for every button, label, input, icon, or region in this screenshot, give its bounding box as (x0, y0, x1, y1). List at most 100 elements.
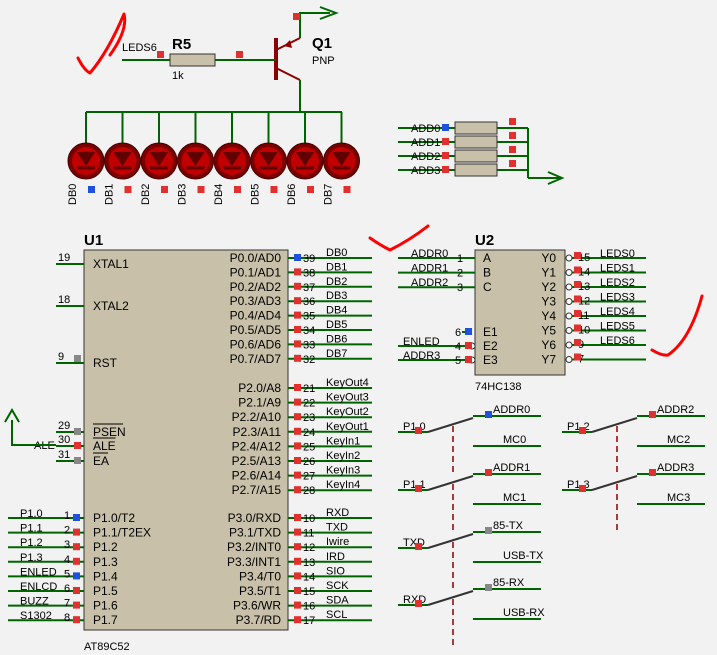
net-label: ENLED (20, 566, 57, 578)
net-label: IRD (326, 551, 345, 563)
pin-number: 16 (303, 601, 315, 613)
pin-marker (74, 457, 81, 464)
net-label: ENLCD (20, 581, 57, 593)
pin-name: Y2 (541, 280, 556, 294)
pin-marker (74, 355, 81, 362)
net-label: DB5 (326, 319, 347, 331)
pin-name: E2 (483, 339, 498, 353)
pin-name: P1.3 (93, 555, 118, 569)
pin-marker (509, 160, 516, 167)
pin-marker (270, 186, 278, 193)
pin-number: 15 (303, 586, 315, 598)
pin-number: 27 (303, 471, 315, 483)
pin-number: 18 (58, 294, 70, 306)
pin-name: XTAL1 (93, 257, 129, 271)
net-label: ENLED (403, 336, 440, 348)
pin-number: 36 (303, 296, 315, 308)
net-label: DB2 (326, 276, 347, 288)
pin-name: P2.0/A8 (238, 381, 281, 395)
pin-number: 29 (58, 420, 70, 432)
led-label: DB0 (67, 184, 79, 205)
pin-marker (649, 469, 656, 476)
led-db6[interactable]: DB6 (286, 112, 324, 205)
switch-input-label: P1.2 (567, 421, 590, 433)
u2-decoder[interactable]: U2 74HC138 (474, 232, 566, 393)
net-label: LEDS2 (600, 277, 635, 289)
pin-name: P3.2/INT0 (227, 540, 281, 554)
led-db5[interactable]: DB5 (250, 112, 287, 205)
net-label: LEDS5 (600, 321, 635, 333)
pin-number: 4 (64, 554, 70, 566)
pin-marker (73, 572, 80, 580)
pin-number: 28 (303, 485, 315, 497)
resistor-r5[interactable]: LEDS6 R5 1k (122, 36, 276, 82)
pin-marker (294, 528, 301, 536)
switch-b-label: USB-RX (503, 607, 545, 619)
pin-number: 23 (303, 412, 315, 424)
pin-name: P0.0/AD0 (230, 251, 282, 265)
pin-number: 19 (58, 252, 70, 264)
net-label: SCK (326, 580, 349, 592)
pin-name: P2.6/A14 (232, 469, 282, 483)
pin-marker (73, 616, 80, 624)
pin-number: 6 (64, 583, 70, 595)
pin-name: P2.4/A12 (232, 439, 282, 453)
led-db4[interactable]: DB4 (213, 112, 251, 205)
pin-name: P0.6/AD6 (230, 337, 282, 351)
resistor-ref: R5 (172, 36, 191, 53)
pin-marker (294, 572, 301, 580)
switch-a-label: ADDR0 (493, 404, 530, 416)
pin-name: P0.3/AD3 (230, 294, 282, 308)
pin-marker (579, 485, 586, 492)
pin-marker (574, 353, 581, 361)
net-label: SDA (326, 595, 349, 607)
pin-number: 31 (58, 449, 70, 461)
transistor-q1[interactable]: Q1 PNP (274, 6, 339, 112)
switch-b-label: MC0 (503, 434, 526, 446)
check-mark-annotation (76, 12, 127, 75)
pin-name: XTAL2 (93, 299, 129, 313)
dip-switch-0[interactable]: ADD0 (398, 118, 528, 135)
switch-b-label: MC2 (667, 434, 690, 446)
pin-name: Y4 (541, 309, 556, 323)
pin-marker (574, 324, 581, 332)
led-db7[interactable]: DB7 (323, 112, 360, 205)
pin-marker (509, 146, 516, 153)
pin-marker (294, 268, 301, 276)
dip-switch-2[interactable]: ADD2 (398, 146, 528, 163)
pin-marker (294, 297, 301, 305)
pin-name: P3.0/RXD (228, 511, 282, 525)
pin-name: P1.7 (93, 613, 118, 627)
dip-switch-3[interactable]: ADD3 (398, 160, 528, 177)
dip-label: ADD1 (411, 137, 440, 149)
ground-symbol (4, 408, 56, 446)
pin-number: 1 (457, 253, 463, 265)
pin-marker (294, 398, 301, 406)
resistor-net-label: LEDS6 (122, 42, 157, 54)
net-label: P1.2 (20, 537, 43, 549)
pin-marker (485, 584, 492, 591)
led-label: DB4 (213, 184, 225, 205)
pin-name: P3.4/T0 (239, 569, 281, 583)
led-db3[interactable]: DB3 (177, 112, 214, 205)
led-db2[interactable]: DB2 (140, 112, 178, 205)
pin-marker (88, 186, 95, 193)
net-label: RXD (326, 507, 349, 519)
pin-marker (294, 311, 301, 319)
dip-switch-1[interactable]: ADD1 (398, 132, 528, 149)
pin-marker (485, 469, 492, 476)
u1-microcontroller[interactable]: U1 AT89C52 (83, 232, 289, 653)
led-db1[interactable]: DB1 (104, 112, 141, 205)
pin-marker (294, 354, 301, 362)
switch-input-label: P1.3 (567, 479, 590, 491)
led-db0[interactable]: DB0 (67, 112, 105, 205)
